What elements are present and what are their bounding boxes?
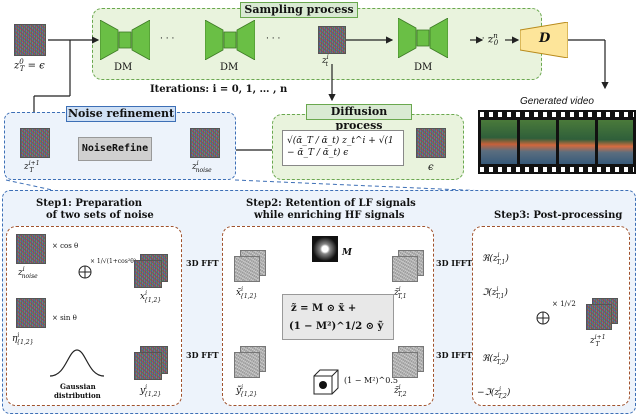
step3-title: Step3: Post-processing — [494, 210, 623, 221]
z-noise-label: zinoise — [192, 160, 212, 174]
eta-label: ηi{1,2} — [12, 332, 34, 346]
eta-noise-image — [16, 298, 46, 328]
mask-m-image — [312, 236, 338, 262]
ellipsis-1: · · · — [160, 34, 175, 44]
im-z1-label: ℑ(ziT,1) — [482, 286, 508, 300]
noise-refine-button: NoiseRefine — [78, 137, 152, 161]
dm-block-1 — [100, 20, 150, 60]
decoder-block — [520, 22, 568, 58]
zt1-gray-front — [392, 256, 418, 282]
step2-formula-box: z̃ = M ⊙ x̃ + (1 − M²)^1/2 ⊙ ỹ — [282, 294, 394, 340]
sampling-process-title: Sampling process — [240, 2, 358, 18]
film-holes-bottom — [480, 167, 634, 172]
ellipsis-2: · · · — [266, 34, 281, 44]
gaussian-label-line2: distribution — [54, 391, 101, 400]
step1-z-noise-label: zinoise — [18, 266, 38, 280]
z-out-label: zn0 — [488, 32, 499, 48]
sin-label: × sin θ — [52, 314, 77, 322]
re-z1-label: ℜ(ziT,1) — [482, 252, 509, 266]
dm-label-2: DM — [220, 62, 239, 73]
noise-refinement-title: Noise refinement — [66, 106, 176, 122]
zt1-label: z̃iT,1 — [394, 286, 407, 300]
generated-video-caption: Generated video — [520, 96, 594, 107]
xt-label: x̃i{1,2} — [236, 286, 258, 300]
step2-title-line1: Step2: Retention of LF signals — [246, 198, 416, 209]
z-noise-image — [190, 128, 220, 158]
oplus-step3 — [536, 311, 550, 325]
z-init-label: z0T = ϵ — [14, 58, 45, 74]
dm-label-3: DM — [414, 62, 433, 73]
gaussian-label-line1: Gaussian — [60, 382, 96, 391]
z-next-noise-image — [20, 128, 50, 158]
iterations-label: Iterations: i = 0, 1, … , n — [150, 84, 288, 95]
film-holes-top — [480, 112, 634, 117]
re-z2-label: ℜ(ziT,2) — [482, 352, 509, 366]
y-noise-image-front — [134, 352, 162, 380]
ellipsis-3: · · · — [476, 34, 491, 44]
dm-block-2 — [205, 20, 255, 60]
zt2-gray-front — [392, 352, 418, 378]
x-noise-image-front — [134, 260, 162, 288]
fft-label-bottom: 3D FFT — [186, 350, 219, 360]
video-frame-4 — [598, 120, 633, 164]
step2-title-line2: while enriching HF signals — [254, 210, 405, 221]
frac-label: × 1/√(1+cos²θ) — [90, 258, 137, 265]
mask-cube-icon — [313, 369, 339, 395]
yt-label: ỹi{1,2} — [236, 384, 258, 398]
step1-z-noise-image — [16, 234, 46, 264]
oplus-step1 — [78, 265, 92, 279]
x-label: xi{1,2} — [140, 290, 162, 304]
yt-gray-front — [234, 352, 260, 378]
step3-output-noise-front — [586, 304, 612, 330]
step3-output-label: zi+1T — [590, 334, 606, 348]
gaussian-curve — [49, 349, 105, 377]
z-mid-label: zit — [322, 54, 329, 68]
dm-label-1: DM — [114, 62, 133, 73]
mask-complement-label: (1 − M²)^0.5 — [344, 376, 398, 385]
ifft-label-bottom: 3D IFFT — [436, 350, 473, 360]
epsilon-noise-image — [416, 128, 446, 158]
step2-formula-line2: (1 − M²)^1/2 ⊙ ỹ — [289, 321, 384, 332]
epsilon-label: ϵ — [428, 162, 434, 173]
step2-formula-line1: z̃ = M ⊙ x̃ + — [291, 303, 357, 314]
ifft-label-top: 3D IFFT — [436, 258, 473, 268]
im-z2-label: −ℑ(ziT,2) — [477, 386, 511, 400]
y-label: yi{1,2} — [140, 384, 162, 398]
zt2-label: z̃iT,2 — [394, 384, 407, 398]
video-frame-1 — [481, 120, 517, 164]
initial-noise-image — [14, 24, 46, 56]
xt-gray-front — [234, 256, 260, 282]
generated-video-strip — [478, 110, 636, 174]
diffusion-process-title: Diffusion process — [306, 104, 412, 132]
step1-title-line2: of two sets of noise — [46, 210, 154, 221]
dm-block-3 — [398, 18, 448, 58]
mask-m-label: M — [342, 248, 352, 258]
video-frame-3 — [559, 120, 595, 164]
fft-label-top: 3D FFT — [186, 258, 219, 268]
cos-label: × cos θ — [52, 242, 79, 250]
z-next-label: zi+1T — [24, 160, 40, 174]
video-frame-2 — [520, 120, 556, 164]
scale-label: × 1/√2 — [552, 300, 576, 308]
diffusion-formula: √(ᾱ_T / ᾱ_t) z_t^i + √(1 − ᾱ_T / ᾱ_t) ϵ — [282, 130, 404, 166]
middle-latent-image — [318, 26, 346, 54]
decoder-label: D — [539, 31, 551, 46]
step1-title-line1: Step1: Preparation — [36, 198, 143, 209]
